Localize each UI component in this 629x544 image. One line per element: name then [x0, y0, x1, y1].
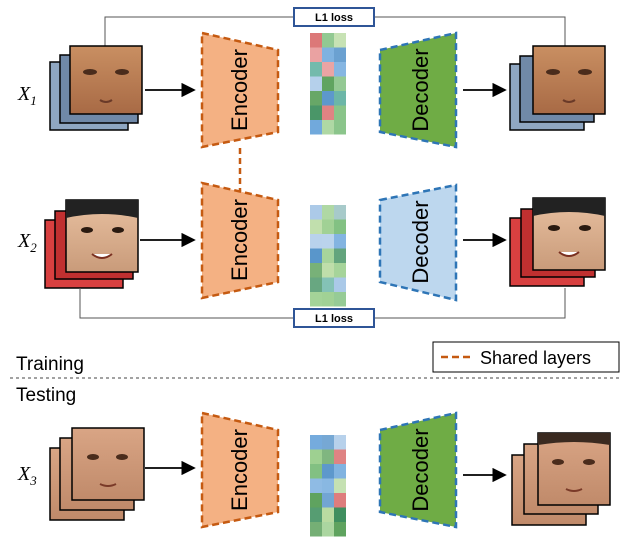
- input-label-x3: X3: [17, 463, 37, 488]
- row-2: X2 Encoder Decoder: [17, 181, 606, 328]
- latent-cell: [334, 76, 346, 91]
- encoder-label-3: Encoder: [227, 429, 252, 511]
- latent-cell: [334, 277, 346, 292]
- latent-cell: [310, 76, 322, 91]
- output-face-stack-1: [509, 45, 606, 131]
- decoder-3: Decoder: [378, 411, 458, 529]
- latent-cell: [310, 219, 322, 234]
- latent-cell: [310, 478, 322, 493]
- latent-cell: [322, 449, 334, 464]
- encoder-3: Encoder: [200, 411, 280, 529]
- latent-cell: [322, 76, 334, 91]
- latent-cell: [310, 277, 322, 292]
- latent-cell: [334, 120, 346, 135]
- latent-cell: [322, 219, 334, 234]
- l1-loss-label-bottom: L1 loss: [315, 313, 353, 325]
- latent-cell: [334, 91, 346, 106]
- latent-cell: [322, 522, 334, 537]
- latent-cell: [310, 91, 322, 106]
- latent-cell: [322, 105, 334, 120]
- row-1: L1 loss X1 Encoder Decoder: [17, 7, 606, 149]
- decoder-label-2: Decoder: [408, 200, 433, 283]
- latent-cell: [334, 205, 346, 220]
- latent-cell: [334, 449, 346, 464]
- latent-cell: [334, 464, 346, 479]
- latent-cell: [310, 435, 322, 450]
- input-label-x2: X2: [17, 230, 37, 255]
- latent-cell: [310, 234, 322, 249]
- latent-cell: [322, 292, 334, 307]
- latent-cell: [310, 464, 322, 479]
- latent-cell: [334, 62, 346, 77]
- latent-cell: [310, 205, 322, 220]
- latent-cell: [322, 493, 334, 508]
- latent-cell: [334, 47, 346, 62]
- l1-loss-box-bottom: [293, 308, 375, 328]
- latent-cell: [310, 248, 322, 263]
- input-face-stack-3: [49, 427, 145, 521]
- latent-cell: [322, 478, 334, 493]
- latent-cell: [334, 435, 346, 450]
- latent-cell: [310, 120, 322, 135]
- latent-cell: [322, 248, 334, 263]
- encoder-label-1: Encoder: [227, 49, 252, 131]
- latent-cell: [334, 263, 346, 278]
- latent-cell: [322, 234, 334, 249]
- latent-cell: [334, 292, 346, 307]
- latent-cell: [322, 62, 334, 77]
- decoder-2: Decoder: [378, 183, 458, 302]
- latent-cell: [334, 507, 346, 522]
- l1-loss-box-top: [293, 7, 375, 27]
- latent-cell: [334, 219, 346, 234]
- latent-cell: [310, 47, 322, 62]
- input-label-x1: X1: [17, 83, 37, 108]
- input-face-stack-1: [49, 45, 143, 131]
- encoder-2: Encoder: [200, 181, 280, 300]
- latent-code-2: [310, 205, 346, 307]
- shared-layers-legend-label: Shared layers: [480, 348, 591, 368]
- latent-cell: [310, 493, 322, 508]
- latent-cell: [310, 507, 322, 522]
- latent-cell: [334, 234, 346, 249]
- latent-cell: [310, 449, 322, 464]
- encoder-label-2: Encoder: [227, 199, 252, 281]
- latent-cell: [322, 464, 334, 479]
- training-label: Training: [16, 354, 84, 375]
- decoder-1: Decoder: [378, 31, 458, 149]
- latent-cell: [310, 33, 322, 48]
- latent-code-3: [310, 435, 346, 537]
- latent-cell: [322, 277, 334, 292]
- latent-cell: [322, 507, 334, 522]
- output-face-stack-2: [509, 197, 606, 287]
- latent-cell: [322, 205, 334, 220]
- latent-cell: [310, 292, 322, 307]
- shared-layers-legend: Shared layers: [432, 341, 620, 373]
- decoder-label-3: Decoder: [408, 428, 433, 511]
- row-3: X3 Encoder Decoder: [17, 411, 611, 537]
- latent-cell: [334, 522, 346, 537]
- latent-cell: [310, 105, 322, 120]
- encoder-1: Encoder: [200, 31, 280, 149]
- latent-cell: [334, 478, 346, 493]
- latent-cell: [322, 47, 334, 62]
- latent-cell: [334, 493, 346, 508]
- latent-cell: [322, 263, 334, 278]
- latent-cell: [322, 33, 334, 48]
- l1-loss-label-top: L1 loss: [315, 12, 353, 24]
- input-face-stack-2: [44, 199, 139, 289]
- latent-cell: [322, 91, 334, 106]
- latent-cell: [310, 263, 322, 278]
- latent-cell: [322, 120, 334, 135]
- latent-cell: [322, 435, 334, 450]
- testing-label: Testing: [16, 385, 76, 406]
- latent-cell: [310, 62, 322, 77]
- latent-cell: [310, 522, 322, 537]
- decoder-label-1: Decoder: [408, 48, 433, 131]
- latent-cell: [334, 248, 346, 263]
- output-face-stack-3: [511, 432, 611, 526]
- latent-cell: [334, 105, 346, 120]
- latent-cell: [334, 33, 346, 48]
- latent-code-1: [310, 33, 346, 135]
